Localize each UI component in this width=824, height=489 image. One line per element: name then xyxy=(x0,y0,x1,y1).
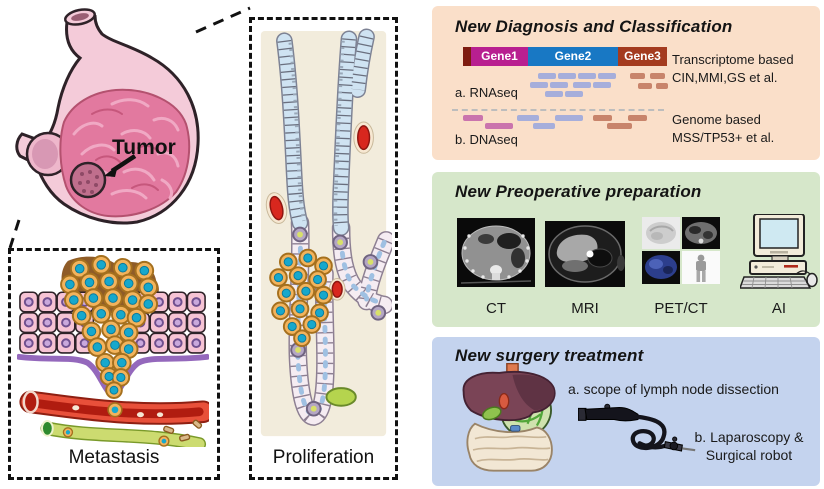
scope-handle xyxy=(584,407,639,422)
connector-dashed-top xyxy=(195,6,251,34)
metastasis-box: Metastasis xyxy=(8,248,220,480)
seq-divider xyxy=(452,109,664,111)
monitor-screen xyxy=(759,218,799,249)
metastasis-label: Metastasis xyxy=(68,447,160,468)
gene1-segment: Gene1 xyxy=(471,47,528,66)
capillaries xyxy=(265,121,374,301)
mouse xyxy=(806,272,818,288)
ct-label: CT xyxy=(486,300,506,317)
tumor-cell-cluster xyxy=(269,248,333,348)
proliferation-label: Proliferation xyxy=(272,447,375,468)
rnaseq-label: a. RNAseq xyxy=(455,85,518,100)
preoperative-title: New Preoperative preparation xyxy=(455,182,702,201)
petct-image xyxy=(642,217,720,284)
mri-scan-image xyxy=(545,221,625,287)
laparoscope-illustration xyxy=(578,403,696,452)
blood-vessel xyxy=(19,390,209,425)
dnaseq-label: b. DNAseq xyxy=(455,132,518,147)
stromal-cells xyxy=(290,226,387,417)
ai-label: AI xyxy=(771,300,787,317)
metastasis-illustration xyxy=(17,255,209,447)
tumor-texture xyxy=(78,170,99,194)
surgery-item-a: a. scope of lymph node dissection xyxy=(568,381,779,397)
anatomy-illustration xyxy=(462,363,556,472)
keyboard xyxy=(740,276,812,289)
ct-scan-image xyxy=(457,218,535,287)
panel-preoperative: New Preoperative preparation xyxy=(432,172,820,327)
rugae-texture xyxy=(72,98,180,200)
gland-surface-cells xyxy=(276,28,375,236)
gene-bar: Gene1 Gene2 Gene3 xyxy=(463,47,667,66)
ai-computer-illustration xyxy=(740,214,818,289)
duodenum xyxy=(498,392,510,410)
gene2-segment: Gene2 xyxy=(528,47,618,66)
lymph-body xyxy=(325,387,357,407)
gene-bar-cap xyxy=(463,47,471,66)
proliferation-box: Proliferation xyxy=(249,17,398,480)
diagnosis-title: New Diagnosis and Classification xyxy=(455,17,733,36)
gene3-segment: Gene3 xyxy=(618,47,667,66)
tumor-label: Tumor xyxy=(112,136,176,159)
debris-fragments xyxy=(158,419,203,447)
transcriptome-text: Transcriptome based CIN,MMI,GS et al. xyxy=(672,52,794,85)
petct-label: PET/CT xyxy=(654,300,708,317)
gallbladder xyxy=(482,406,502,421)
proliferation-illustration xyxy=(260,28,392,437)
panel-surgery: New surgery treatment a. scope of lymph … xyxy=(432,337,820,486)
connector-dashed-bottom xyxy=(8,219,21,249)
surgery-item-b: b. Laparoscopy & Surgical robot xyxy=(694,429,804,463)
genome-text: Genome based MSS/TP53+ et al. xyxy=(672,112,775,145)
tumor-cells xyxy=(60,255,159,399)
scope-cable xyxy=(630,414,667,450)
stomach-illustration: Tumor xyxy=(15,8,200,225)
surgery-title: New surgery treatment xyxy=(455,346,644,365)
panel-diagnosis: New Diagnosis and Classification Gene1 G… xyxy=(432,6,820,160)
mri-label: MRI xyxy=(571,300,599,317)
